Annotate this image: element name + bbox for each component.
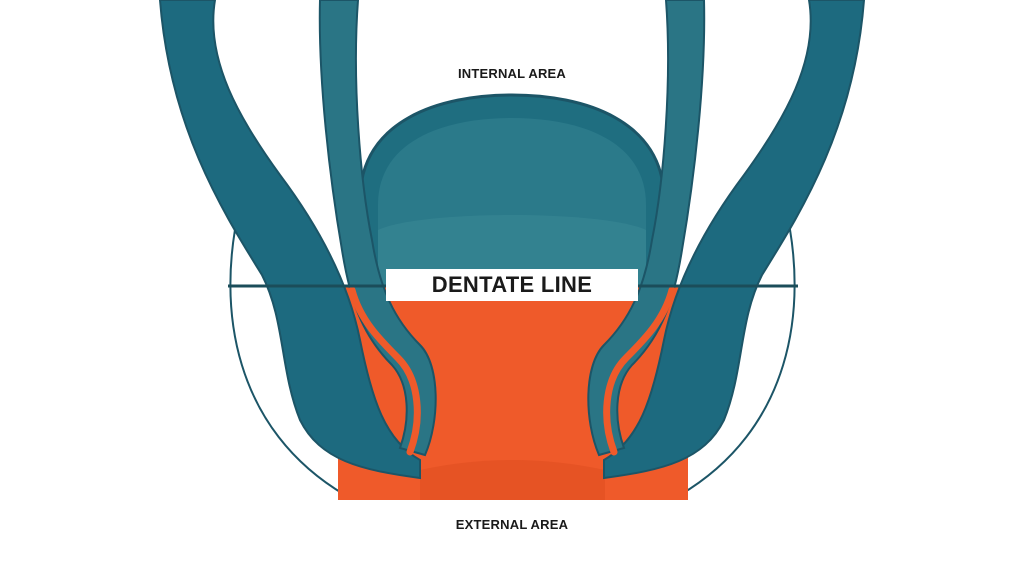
dentate-line-label: DENTATE LINE xyxy=(386,269,638,301)
external-area-label: EXTERNAL AREA xyxy=(455,517,569,532)
left-inner-lining xyxy=(348,286,421,456)
rectum-dome-highlight xyxy=(378,215,646,285)
left-inner-tube xyxy=(318,0,437,457)
right-outer-muscle xyxy=(603,0,866,480)
right-inner-tube xyxy=(587,0,706,457)
right-inner-lining xyxy=(603,286,676,456)
external-canal-shade xyxy=(420,460,605,500)
left-outer-muscle xyxy=(158,0,421,480)
internal-area-label: INTERNAL AREA xyxy=(457,66,567,81)
